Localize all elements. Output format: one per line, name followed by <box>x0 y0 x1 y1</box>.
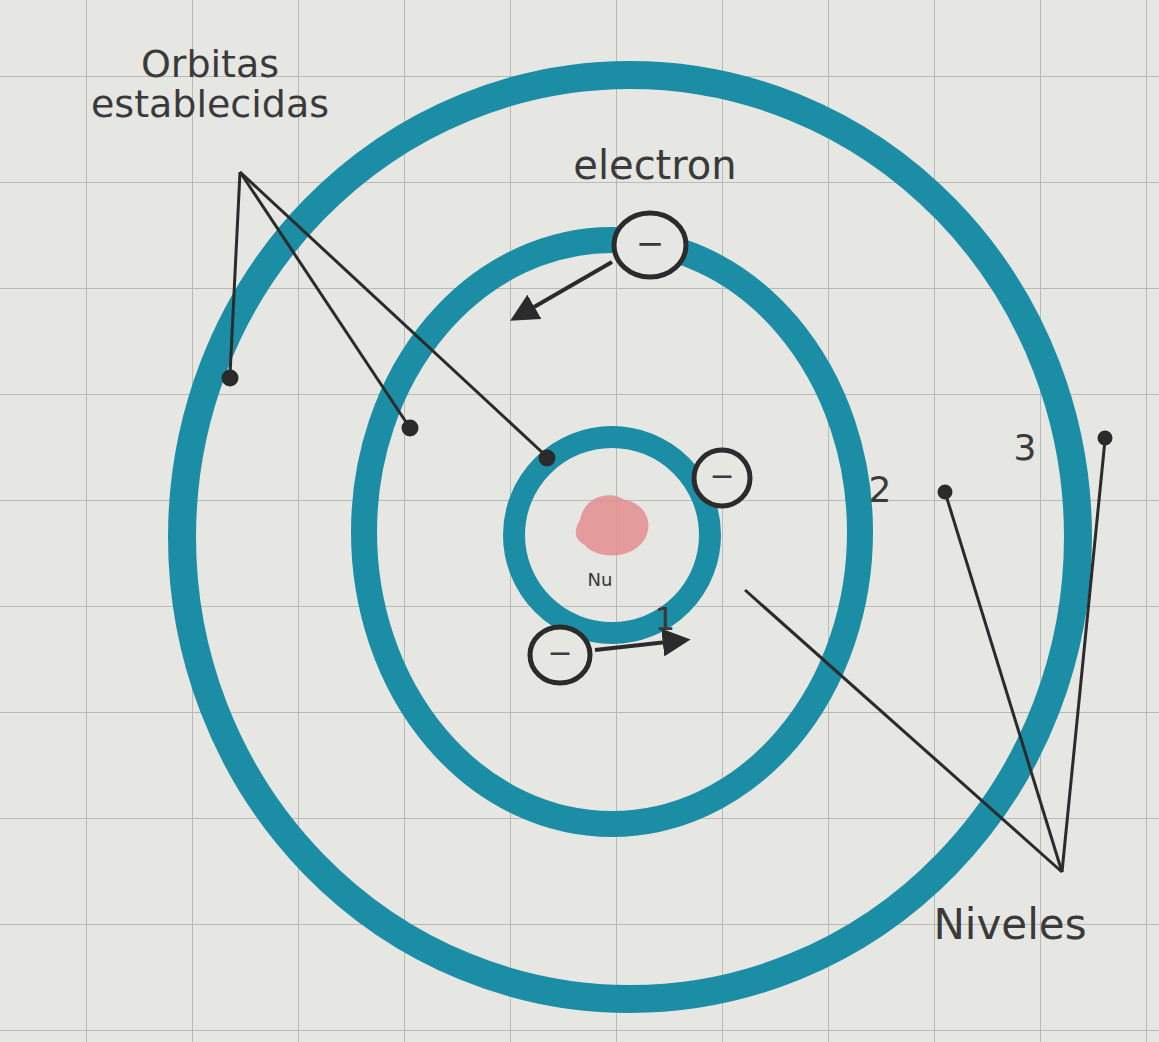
electron-symbol <box>530 627 590 683</box>
charge-sign: − <box>709 460 734 492</box>
orbit-label: Orbitas establecidas <box>45 45 375 125</box>
orbit-1 <box>514 437 710 633</box>
leader-lines <box>223 172 1111 872</box>
motion-arrow <box>595 640 685 650</box>
orbit-2 <box>364 240 860 824</box>
electron-symbol <box>694 450 750 506</box>
orbit-3 <box>182 75 1078 999</box>
charge-sign: − <box>636 226 665 262</box>
motion-arrow <box>515 262 612 318</box>
electron-label: electron <box>573 144 736 186</box>
level-number: 1 <box>655 603 675 637</box>
nucleus-label: Nu <box>588 571 613 590</box>
nucleus <box>576 495 649 555</box>
level-label: Niveles <box>933 903 1086 947</box>
electron-symbol <box>614 213 686 277</box>
charge-sign: − <box>547 637 572 669</box>
level-number: 3 <box>1014 429 1037 467</box>
level-number: 2 <box>869 471 892 509</box>
